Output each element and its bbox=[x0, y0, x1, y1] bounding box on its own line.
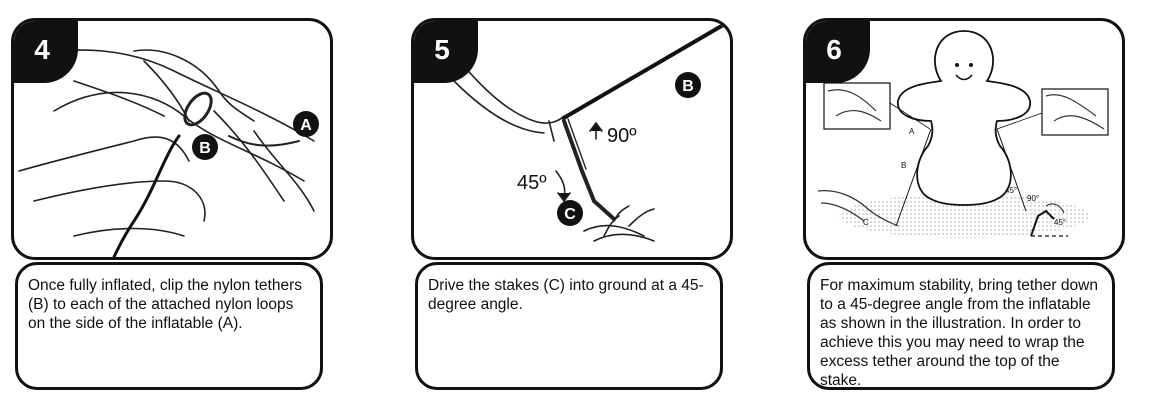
step-6-panel: A B C 45° 90° 45° 6 For maximum stabilit… bbox=[803, 0, 1133, 415]
angle-45-small-label: 45° bbox=[1054, 218, 1066, 227]
label-b: B bbox=[199, 140, 211, 157]
angle-90-label: 90° bbox=[1027, 194, 1039, 203]
step-5-illustration: 90º 45º B C 5 bbox=[411, 18, 733, 260]
hands-clip-illustration: B A bbox=[18, 49, 319, 257]
label-b: B bbox=[901, 161, 906, 170]
label-b: B bbox=[682, 78, 694, 95]
step-6-illustration: A B C 45° 90° 45° 6 bbox=[803, 18, 1125, 260]
angle-45-label: 45º bbox=[517, 172, 547, 194]
angle-45-label: 45° bbox=[1005, 186, 1017, 195]
angle-90-label: 90º bbox=[607, 125, 637, 147]
inflatable-illustration: A B C 45° 90° 45° bbox=[817, 30, 1109, 238]
step-number-badge: 4 bbox=[14, 21, 78, 83]
label-a: A bbox=[909, 127, 915, 136]
step-4-panel: B A 4 Once fully inflated, clip the nylo… bbox=[11, 0, 341, 415]
step-4-text: Once fully inflated, clip the nylon teth… bbox=[15, 262, 323, 390]
step-6-text: For maximum stability, bring tether down… bbox=[807, 262, 1115, 390]
label-c: C bbox=[863, 218, 869, 227]
label-c: C bbox=[564, 206, 576, 223]
step-number-badge: 5 bbox=[414, 21, 478, 83]
step-5-text: Drive the stakes (C) into ground at a 45… bbox=[415, 262, 723, 390]
step-number-badge: 6 bbox=[806, 21, 870, 83]
step-5-panel: 90º 45º B C 5 Drive the stakes (C) into … bbox=[411, 0, 741, 415]
label-a: A bbox=[300, 117, 312, 134]
step-4-illustration: B A 4 bbox=[11, 18, 333, 260]
